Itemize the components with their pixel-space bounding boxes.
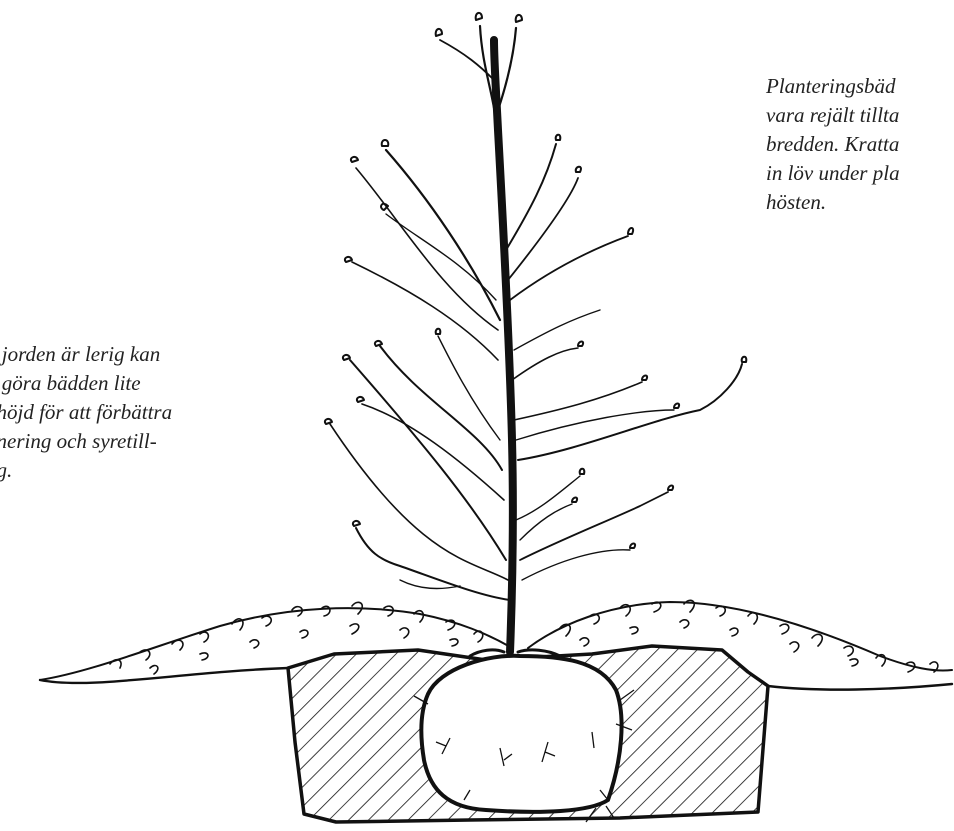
left-annotation-line: änering och syretill- (0, 427, 172, 456)
root-ball (414, 656, 634, 822)
left-annotation-line: phöjd för att förbättra (0, 398, 172, 427)
left-annotation-line: n jorden är lerig kan (0, 340, 172, 369)
right-annotation: Planteringsbäd vara rejält tillta bredde… (766, 72, 900, 217)
tree (325, 13, 746, 656)
left-annotation-line: ng. (0, 456, 172, 485)
left-annotation-line: n göra bädden lite (0, 369, 172, 398)
right-annotation-line: hösten. (766, 188, 900, 217)
left-annotation: n jorden är lerig kan n göra bädden lite… (0, 340, 172, 485)
right-annotation-line: in löv under pla (766, 159, 900, 188)
right-annotation-line: vara rejält tillta (766, 101, 900, 130)
right-annotation-line: bredden. Kratta (766, 130, 900, 159)
right-annotation-line: Planteringsbäd (766, 72, 900, 101)
